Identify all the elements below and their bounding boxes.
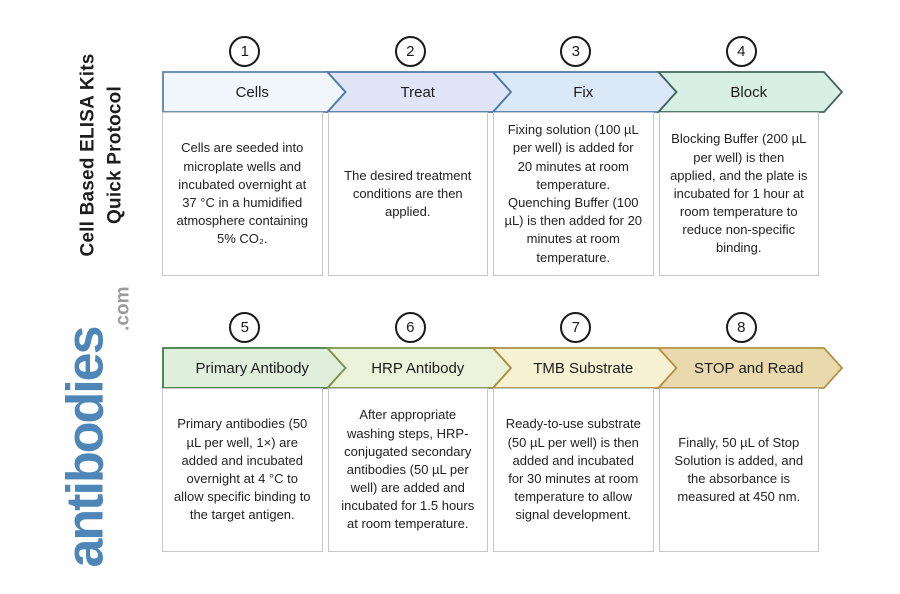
- step-label-cells: Cells: [235, 83, 269, 101]
- step-number-row-1: 1 2 3 4: [162, 36, 824, 67]
- step-number-3: 3: [571, 43, 580, 60]
- step-label-primary-antibody: Primary Antibody: [195, 359, 309, 377]
- step-description-box-7: Ready-to-use substrate (50 µL per well) …: [493, 388, 654, 552]
- step-number-badge-7: 7: [560, 312, 592, 343]
- step-number-2: 2: [406, 43, 415, 60]
- step-description-2: The desired treatment conditions are the…: [344, 167, 472, 220]
- step-number-7: 7: [571, 319, 580, 336]
- step-number-badge-2: 2: [394, 36, 426, 67]
- step-label-fix: Fix: [573, 83, 594, 101]
- step-description-1: Cells are seeded into microplate wells a…: [176, 140, 309, 247]
- step-label-treat: Treat: [400, 83, 435, 101]
- step-description-5: Primary antibodies (50 µL per well, 1×) …: [173, 416, 311, 523]
- step-label-tmb-substrate: TMB Substrate: [533, 359, 634, 377]
- brand-logo-text: antibodies: [56, 327, 115, 568]
- step-description-box-8: Finally, 50 µL of Stop Solution is added…: [658, 388, 819, 552]
- step-number-5: 5: [240, 319, 249, 336]
- protocol-row-2: 5 6 7 8 Primary Antibody HRP Antibody TM…: [162, 312, 852, 557]
- page-title-line1: Cell Based ELISA Kits: [77, 53, 99, 257]
- arrow-banner-row-1: [162, 71, 844, 113]
- step-label-block: Block: [730, 83, 768, 101]
- brand-logo: antibodies .com: [53, 283, 139, 568]
- step-description-4: Blocking Buffer (200 µL per well) is the…: [670, 131, 808, 256]
- step-label-hrp-antibody: HRP Antibody: [371, 359, 465, 377]
- step-number-badge-3: 3: [560, 36, 592, 67]
- step-description-6: After appropriate washing steps, HRP-con…: [341, 407, 475, 532]
- page-title: Cell Based ELISA Kits Quick Protocol: [75, 38, 131, 273]
- step-number-4: 4: [737, 43, 746, 60]
- step-description-7: Ready-to-use substrate (50 µL per well) …: [505, 416, 641, 523]
- step-arrow-stop-and-read: [656, 347, 844, 389]
- arrow-banner-row-2: [162, 347, 844, 389]
- step-number-6: 6: [406, 319, 415, 336]
- step-description-box-5: Primary antibodies (50 µL per well, 1×) …: [162, 388, 323, 552]
- step-arrow-block: [656, 71, 844, 113]
- step-number-badge-5: 5: [229, 312, 261, 343]
- step-description-box-4: Blocking Buffer (200 µL per well) is the…: [658, 112, 819, 276]
- step-description-3: Fixing solution (100 µL per well) is add…: [504, 122, 643, 265]
- step-description-box-6: After appropriate washing steps, HRP-con…: [327, 388, 488, 552]
- step-description-box-1: Cells are seeded into microplate wells a…: [162, 112, 323, 276]
- step-number-8: 8: [737, 319, 746, 336]
- step-number-badge-4: 4: [725, 36, 757, 67]
- step-description-box-2: The desired treatment conditions are the…: [327, 112, 488, 276]
- step-description-box-3: Fixing solution (100 µL per well) is add…: [493, 112, 654, 276]
- step-number-row-2: 5 6 7 8: [162, 312, 824, 343]
- step-description-8: Finally, 50 µL of Stop Solution is added…: [674, 434, 804, 505]
- step-number-badge-6: 6: [394, 312, 426, 343]
- brand-logo-suffix: .com: [112, 286, 134, 331]
- step-label-stop-and-read: STOP and Read: [693, 359, 804, 377]
- page-title-line2: Quick Protocol: [104, 86, 126, 224]
- arrow-labels-row-2: Primary Antibody HRP Antibody TMB Substr…: [162, 347, 824, 389]
- description-row-1: Cells are seeded into microplate wells a…: [162, 112, 819, 276]
- step-number-badge-1: 1: [229, 36, 261, 67]
- arrow-labels-row-1: Cells Treat Fix Block: [162, 71, 824, 113]
- description-row-2: Primary antibodies (50 µL per well, 1×) …: [162, 388, 819, 552]
- step-number-badge-8: 8: [725, 312, 757, 343]
- protocol-row-1: 1 2 3 4 Cells Treat Fix Block Cells are …: [162, 36, 852, 281]
- step-number-1: 1: [240, 43, 249, 60]
